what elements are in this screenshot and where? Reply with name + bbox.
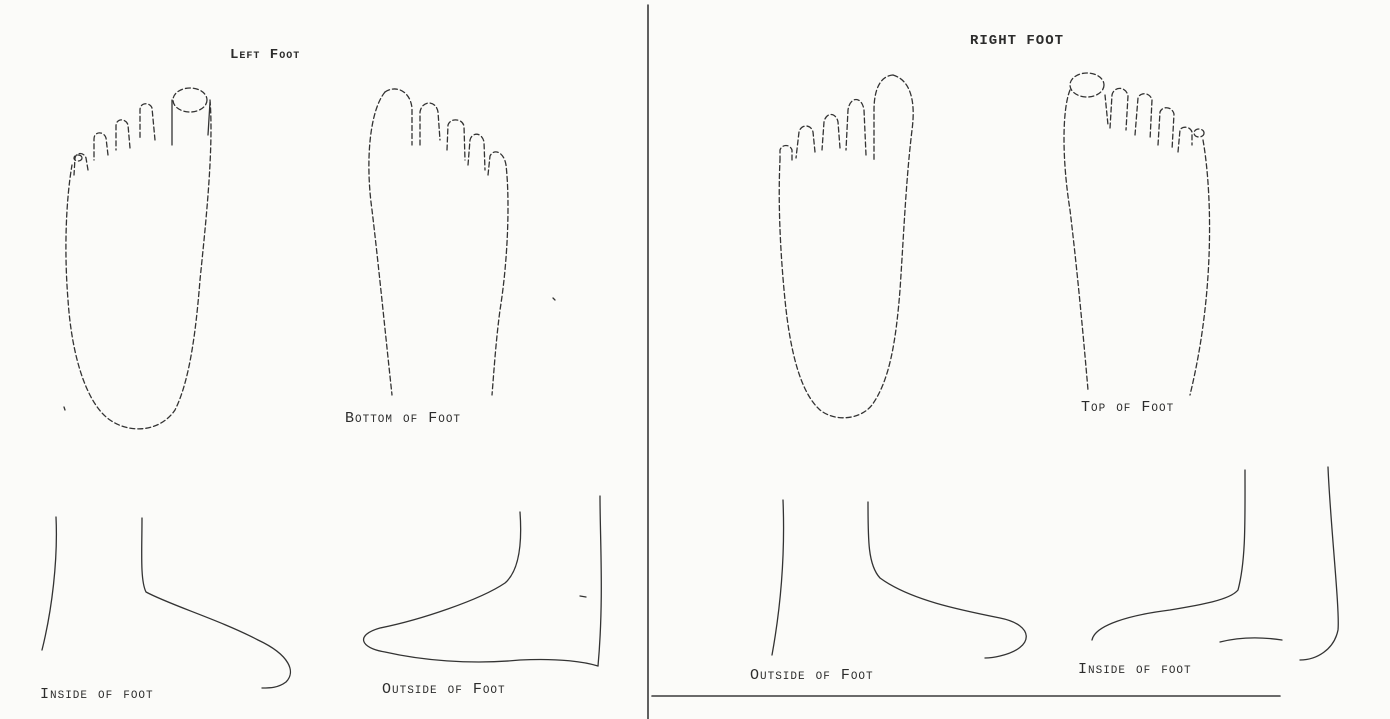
left-foot-top-outline: [66, 88, 211, 429]
right-foot-title: RIGHT FOOT: [970, 33, 1064, 49]
right-foot-outside-outline: [772, 500, 1026, 658]
bottom-of-foot-label: Bottom of Foot: [345, 410, 461, 427]
left-foot-inside-outline: [42, 517, 290, 688]
left-foot-title: Left Foot: [230, 47, 300, 63]
left-foot-bottom-outline: [369, 89, 508, 395]
right-foot-bottom-outline: [779, 75, 913, 418]
speck: [64, 407, 65, 410]
right-foot-top-outline: [1064, 73, 1210, 395]
left-inside-of-foot-label: Inside of foot: [40, 686, 154, 703]
left-foot-outside-outline: [364, 496, 602, 666]
right-foot-inside-outline: [1092, 467, 1338, 660]
top-of-foot-label: Top of Foot: [1081, 399, 1174, 416]
right-inside-of-foot-label: Inside of foot: [1078, 661, 1192, 678]
right-outside-of-foot-label: Outside of Foot: [750, 667, 874, 684]
speck: [553, 298, 555, 300]
left-outside-of-foot-label: Outside of Foot: [382, 681, 506, 698]
